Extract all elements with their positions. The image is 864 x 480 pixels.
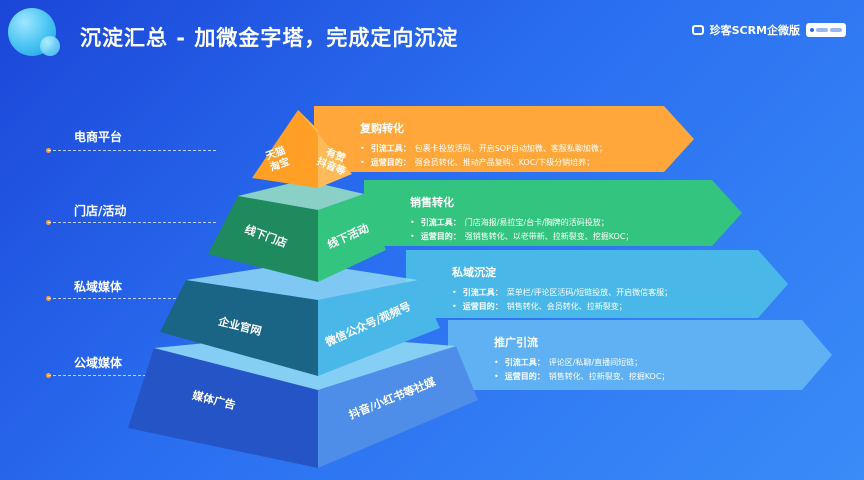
banner-row-key: 运营目的： bbox=[462, 302, 503, 311]
pyramid-level-2-left bbox=[208, 196, 318, 282]
pyramid-level-2-top bbox=[238, 180, 364, 210]
side-divider bbox=[48, 298, 216, 299]
banner-repurchase: 复购转化 •引流工具：包裹卡投放活码、开启SOP自动加微、客服私聊加微； •运营… bbox=[314, 106, 694, 172]
banner-row-key: 引流工具： bbox=[504, 358, 545, 367]
banner-row-key: 引流工具： bbox=[370, 144, 411, 153]
banner-title: 复购转化 bbox=[360, 122, 404, 135]
banner-row-key: 运营目的： bbox=[504, 372, 545, 381]
pyramid-level-3-left bbox=[160, 280, 318, 376]
banner-sales: 销售转化 •引流工具：门店海报/易拉宝/台卡/胸牌的活码投放； •运营目的：强销… bbox=[364, 180, 742, 246]
pyramid-level-4-right bbox=[318, 346, 478, 468]
brand-icon bbox=[691, 25, 704, 35]
banner-row-value: 包裹卡投放活码、开启SOP自动加微、客服私聊加微； bbox=[414, 144, 607, 153]
banner-title: 私域沉淀 bbox=[452, 266, 496, 279]
banner-row-value: 菜单栏/评论区活码/短链投放、开启微信客服； bbox=[506, 288, 673, 297]
banner-row-value: 评论区/私聊/直播间短链； bbox=[548, 358, 643, 367]
banner-promotion: 推广引流 •引流工具：评论区/私聊/直播间短链； •运营目的：销售转化、拉新裂变… bbox=[448, 320, 832, 390]
banner-row-key: 引流工具： bbox=[420, 218, 461, 227]
banner-row-key: 引流工具： bbox=[462, 288, 503, 297]
banner-row-key: 运营目的： bbox=[420, 232, 461, 241]
banner-row-value: 销售转化、会员转化、拉新裂变； bbox=[506, 302, 627, 311]
banner-shape bbox=[406, 250, 788, 318]
side-label-store: 门店/活动 bbox=[74, 204, 127, 218]
brand-name: 珍客SCRM企微版 bbox=[709, 24, 800, 37]
banner-row-key: 运营目的： bbox=[370, 158, 411, 167]
pyramid-level-4-left bbox=[128, 348, 318, 468]
side-label-private: 私域媒体 bbox=[74, 280, 123, 294]
pyramid-level-3-top bbox=[186, 262, 418, 300]
side-divider bbox=[48, 150, 216, 151]
banner-title: 销售转化 bbox=[410, 196, 454, 209]
brand-logo: 珍客SCRM企微版 bbox=[691, 22, 846, 38]
side-label-ecommerce: 电商平台 bbox=[74, 130, 123, 144]
pyramid-level-2-right bbox=[318, 194, 386, 282]
banner-row-value: 强会员转化、推动产品复购、KOC/下级分销培养； bbox=[414, 158, 595, 167]
banner-title: 推广引流 bbox=[494, 336, 538, 349]
banner-shape bbox=[364, 180, 742, 246]
side-divider bbox=[48, 222, 216, 223]
banner-shape bbox=[314, 106, 694, 172]
pyramid-level-3-right bbox=[318, 280, 440, 376]
banner-shape bbox=[448, 320, 832, 390]
side-divider bbox=[48, 375, 216, 376]
decorative-circle-small bbox=[40, 36, 60, 56]
page-title: 沉淀汇总 - 加微金字塔，完成定向沉淀 bbox=[80, 26, 459, 50]
banner-row-value: 强销售转化、以老带新、拉新裂变、挖掘KOC； bbox=[464, 232, 634, 241]
brand-badge-icon bbox=[806, 23, 846, 37]
banner-private-deposit: 私域沉淀 •引流工具：菜单栏/评论区活码/短链投放、开启微信客服； •运营目的：… bbox=[406, 250, 788, 318]
side-label-public: 公域媒体 bbox=[74, 356, 123, 370]
banner-row-value: 门店海报/易拉宝/台卡/胸牌的活码投放； bbox=[464, 218, 609, 227]
pyramid-level-1-right bbox=[298, 110, 352, 188]
pyramid-level-1-left bbox=[252, 110, 318, 188]
banner-row-value: 销售转化、拉新裂变、挖掘KOC； bbox=[548, 372, 670, 381]
